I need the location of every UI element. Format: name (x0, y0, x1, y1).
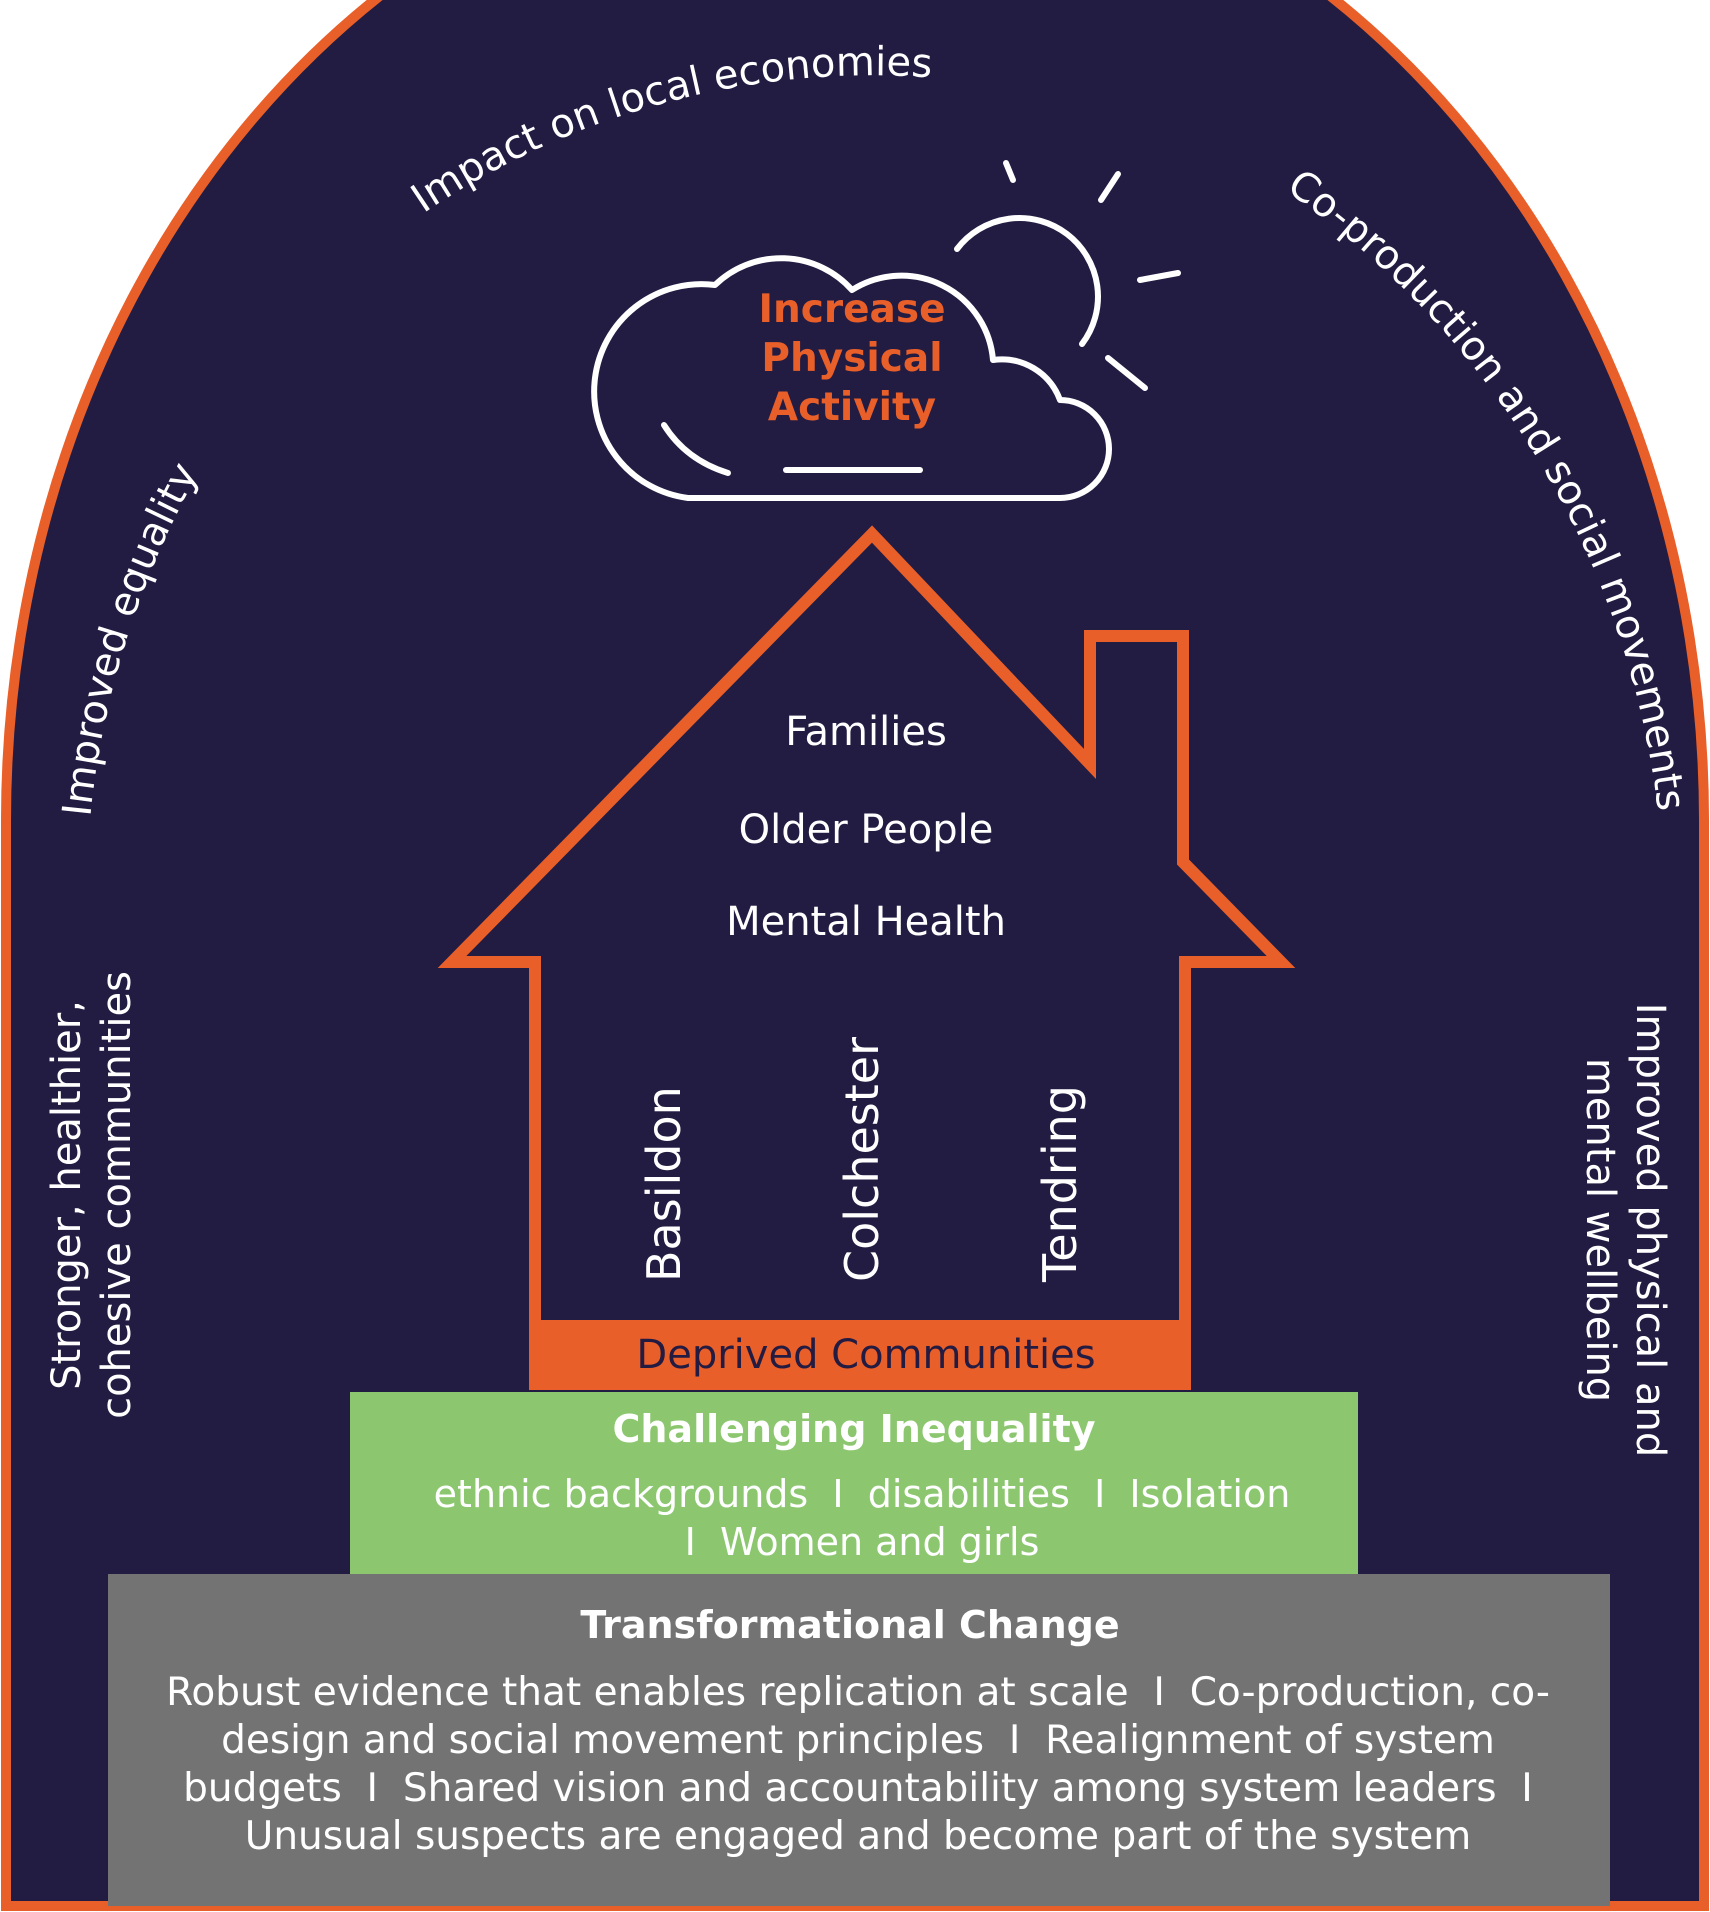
priority-families: Families (785, 709, 947, 755)
challenging-inequality-line1: ethnic backgrounds I disabilities I Isol… (434, 1472, 1291, 1516)
house-outline-icon (437, 525, 1296, 1322)
deprived-communities-label: Deprived Communities (636, 1332, 1095, 1378)
right-lower-line2: mental wellbeing (1577, 1058, 1623, 1402)
cloud-label-line1: Increase (758, 287, 945, 332)
challenging-inequality-title: Challenging Inequality (612, 1407, 1095, 1451)
arch-label-right-lower: Improved physical and mental wellbeing (1577, 1003, 1673, 1458)
transformational-change-band (108, 1574, 1610, 1906)
transformational-change-line2: design and social movement principles I … (221, 1718, 1495, 1763)
transformational-change-line3: budgets I Shared vision and accountabili… (183, 1766, 1533, 1811)
cloud-label-line3: Activity (768, 385, 936, 430)
priority-mental-health: Mental Health (726, 899, 1006, 945)
arch-label-left-lower: Stronger, healthier, cohesive communitie… (44, 971, 140, 1419)
cloud-sun-icon (591, 160, 1181, 501)
challenging-inequality-line2: I Women and girls (685, 1520, 1040, 1564)
cloud-label: Increase Physical Activity (758, 287, 945, 430)
left-lower-line2: cohesive communities (94, 971, 140, 1419)
transformational-change-line4: Unusual suspects are engaged and become … (245, 1814, 1471, 1859)
place-tendring: Tendring (1033, 1085, 1087, 1283)
left-lower-line1: Stronger, healthier, (44, 1000, 90, 1390)
priority-older-people: Older People (739, 807, 994, 853)
right-lower-line1: Improved physical and (1627, 1003, 1673, 1458)
transformational-change-title: Transformational Change (580, 1603, 1119, 1647)
place-basildon: Basildon (637, 1086, 691, 1282)
deprived-communities-base (529, 1320, 1191, 1390)
challenging-inequality-band (350, 1392, 1358, 1575)
cloud-label-line2: Physical (761, 336, 942, 381)
place-colchester: Colchester (835, 1037, 889, 1282)
transformational-change-line1: Robust evidence that enables replication… (166, 1670, 1550, 1715)
